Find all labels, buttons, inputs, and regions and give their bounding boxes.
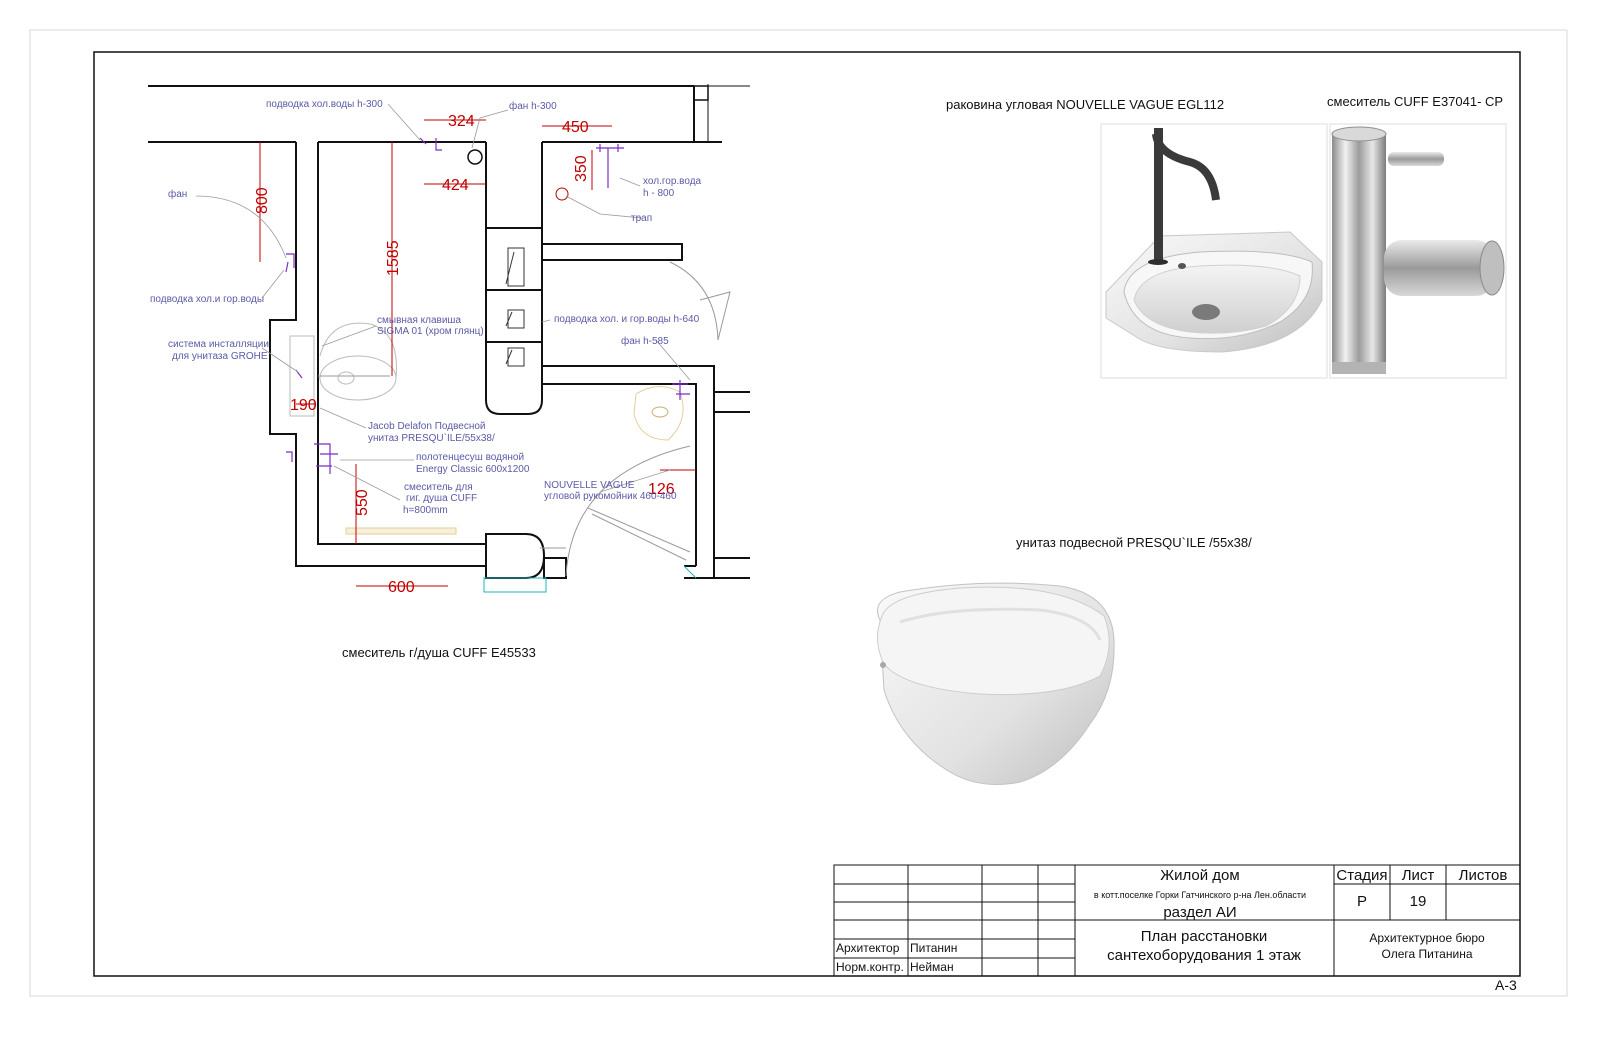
dim-126: 126 <box>648 481 675 498</box>
note-fan-585: фан h-585 <box>621 335 669 347</box>
toilet-plan-symbol <box>289 322 397 417</box>
walls <box>148 84 750 579</box>
dimension-labels: 324 450 424 350 800 1585 190 550 600 126 <box>254 113 675 596</box>
note-flush-1: смывная клавиша <box>377 315 461 326</box>
tb-location: в котт.поселке Горки Гатчинского р-на Ле… <box>1094 890 1306 900</box>
note-fan-300: фан h-300 <box>509 100 557 112</box>
tb-role-architect: Архитектор <box>836 941 900 955</box>
leader-lines <box>195 103 691 501</box>
note-flush-2: SIGMA 01 (хром глянц) <box>377 326 484 337</box>
tb-name-norm: Нейман <box>910 960 954 974</box>
dimension-lines <box>259 119 696 587</box>
caption-faucet: смеситель CUFF E37041- CP <box>1327 94 1504 109</box>
towel-dryer-shape <box>345 527 457 535</box>
fan-riser-symbol <box>467 149 483 165</box>
note-mixer-2: гиг. душа CUFF <box>406 493 477 504</box>
dim-450: 450 <box>562 119 589 136</box>
tb-sheet-header: Лист <box>1402 867 1435 884</box>
note-fan: фан <box>168 188 187 200</box>
note-cold-water-300: подводка хол.воды h-300 <box>266 99 383 110</box>
tb-firm-2: Олега Питанина <box>1382 947 1473 961</box>
tb-firm-1: Архитектурное бюро <box>1369 931 1485 945</box>
dim-324: 324 <box>448 113 475 130</box>
note-supply-cold-hot: подводка хол.и гор.воды <box>150 294 264 305</box>
dim-190: 190 <box>290 397 317 414</box>
tb-stage: Р <box>1357 893 1367 910</box>
note-nv-2: угловой рукомойник 460-460 <box>544 491 677 502</box>
caption-toilet: унитаз подвесной PRESQU`ILE /55х38/ <box>1016 535 1252 550</box>
tb-section: раздел АИ <box>1163 904 1236 921</box>
note-mixer-3: h=800mm <box>403 505 448 516</box>
inner-frame <box>93 51 1521 977</box>
cabinet-drawers <box>505 247 525 367</box>
dim-1585: 1585 <box>385 240 402 276</box>
outer-frame <box>29 29 1568 997</box>
note-install-2: для унитаза GROHE <box>172 351 268 362</box>
note-supply-640: подводка хол. и гор.воды h-640 <box>554 314 700 325</box>
tb-drawing-2: сантехоборудования 1 этаж <box>1107 947 1301 964</box>
tb-project: Жилой дом <box>1160 867 1239 884</box>
note-install-1: система инсталляции <box>168 339 269 350</box>
caption-sink: раковина угловая NOUVELLE VAGUE EGL112 <box>946 97 1225 112</box>
note-cold-hot-water-2: h - 800 <box>643 188 675 199</box>
floor-plan: 324 450 424 350 800 1585 190 550 600 126 <box>148 84 750 596</box>
door-swings <box>483 261 731 593</box>
tb-stage-header: Стадия <box>1336 867 1387 884</box>
sink-plan-symbol <box>633 386 684 441</box>
title-block-text: Жилой дом в котт.поселке Горки Гатчинско… <box>836 867 1507 974</box>
tb-drawing-1: План расстановки <box>1141 928 1268 945</box>
dim-350: 350 <box>573 155 590 182</box>
note-drain: трап <box>631 213 652 224</box>
fixture-symbols <box>285 137 690 474</box>
note-cold-hot-water-1: хол.гор.вода <box>643 176 702 187</box>
tb-name-architect: Питанин <box>910 941 957 955</box>
dim-800: 800 <box>254 187 271 214</box>
dim-424: 424 <box>442 177 469 194</box>
note-towel-2: Energy Classic 600х1200 <box>416 464 530 475</box>
title-block <box>833 864 1521 977</box>
note-mixer-1: смеситель для <box>404 482 473 493</box>
note-towel-1: полотенцесуш водяной <box>416 452 524 463</box>
sink-image <box>1100 123 1328 379</box>
dim-600: 600 <box>388 579 415 596</box>
sheet-code: А-3 <box>1495 977 1517 993</box>
tb-sheets-header: Листов <box>1459 867 1508 884</box>
note-jd-1: Jacob Delafon Подвесной <box>368 421 486 432</box>
plan-notes: подводка хол.воды h-300 фан h-300 хол.го… <box>150 99 702 516</box>
faucet-image <box>1329 123 1507 379</box>
toilet-image <box>877 582 1115 785</box>
tb-sheet: 19 <box>1410 893 1427 910</box>
note-nv-1: NOUVELLE VAGUE <box>544 480 635 491</box>
tb-role-norm: Норм.контр. <box>836 960 904 974</box>
caption-shower-mixer: смеситель г/душа CUFF E45533 <box>342 645 536 660</box>
note-jd-2: унитаз PRESQU`ILE/55х38/ <box>368 432 495 444</box>
dim-550: 550 <box>354 489 371 516</box>
